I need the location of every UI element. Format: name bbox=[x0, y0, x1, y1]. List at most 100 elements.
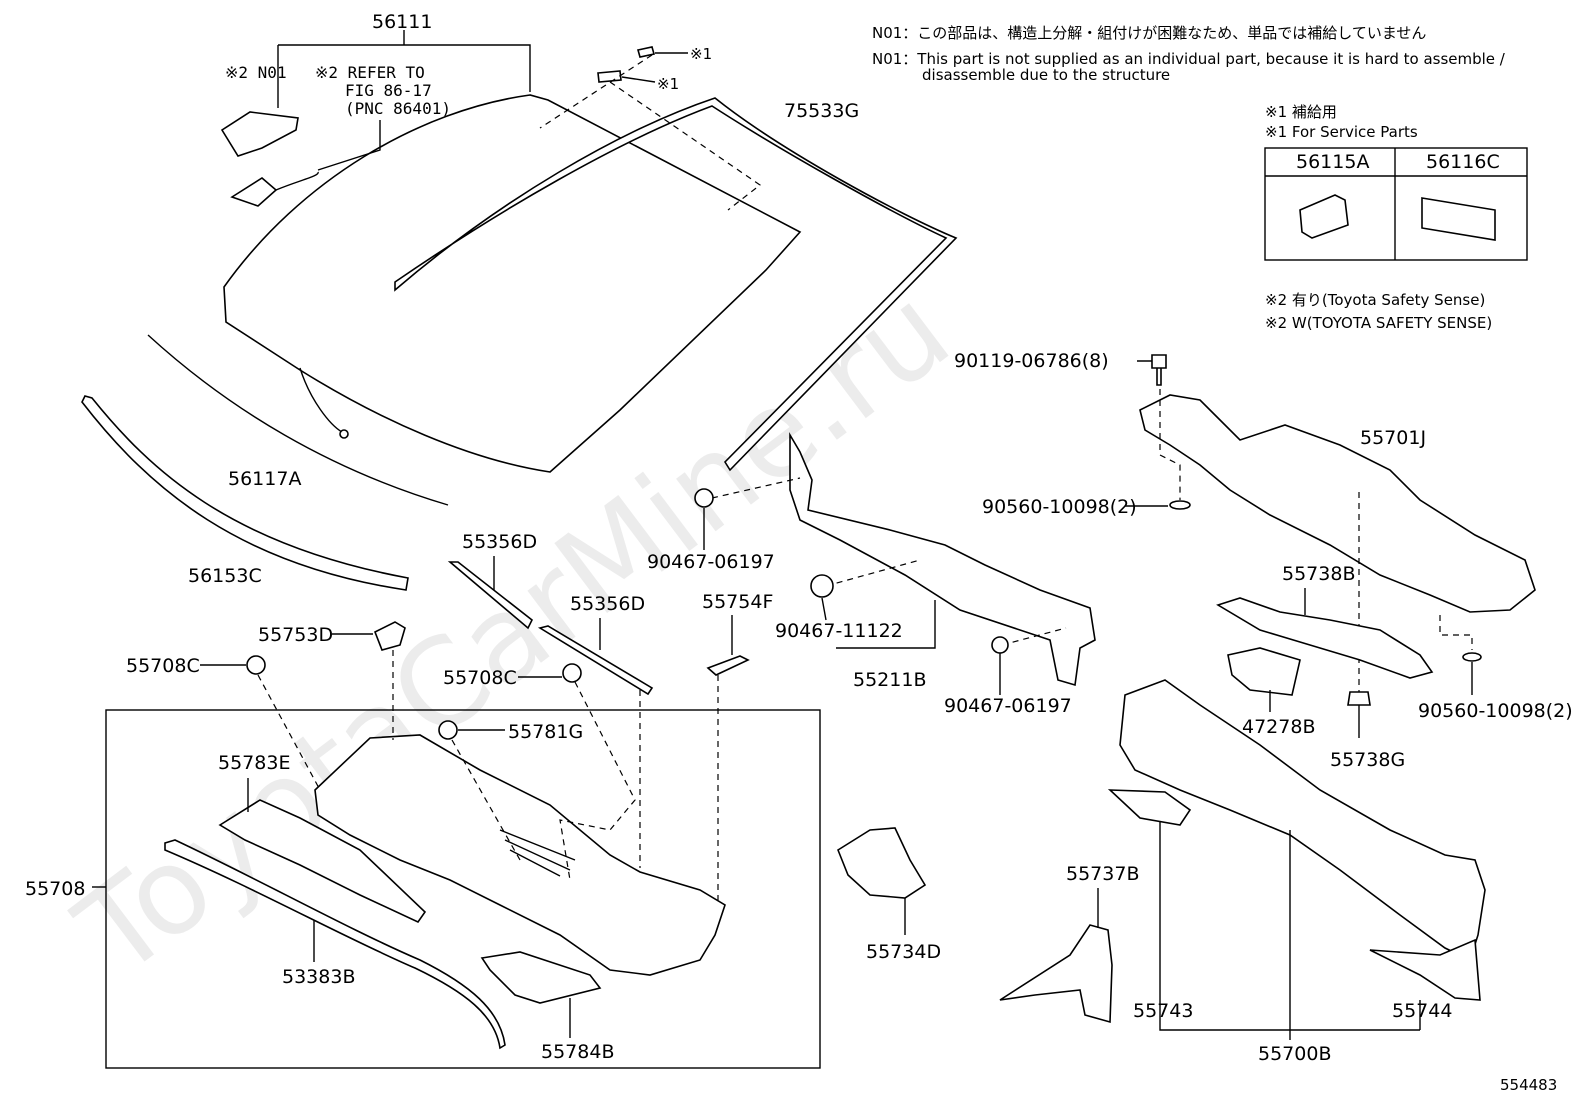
windshield-glass-56111[interactable] bbox=[223, 94, 802, 473]
label-refer: ※2 REFER TO bbox=[315, 63, 425, 82]
camera-wire bbox=[275, 171, 319, 191]
dash-panel-upper-55701J[interactable] bbox=[1139, 394, 1536, 613]
bracket-47278B[interactable] bbox=[1227, 647, 1301, 696]
assembly-box-55708 bbox=[105, 709, 821, 1069]
panel-55744[interactable] bbox=[1369, 938, 1481, 1001]
label-55737B[interactable]: 55737B bbox=[1066, 863, 1139, 885]
service-part-56116C-img bbox=[1421, 197, 1496, 241]
note-n01-en-2: disassemble due to the structure bbox=[922, 66, 1170, 84]
label-55738B[interactable]: 55738B bbox=[1282, 563, 1355, 585]
leader-clips bbox=[711, 477, 1067, 646]
label-55744[interactable]: 55744 bbox=[1392, 1000, 1452, 1022]
label-55781G[interactable]: 55781G bbox=[508, 721, 583, 743]
glass-dam-56117A[interactable] bbox=[147, 334, 449, 506]
mark1-b: ※1 bbox=[657, 75, 679, 93]
label-90119-06786[interactable]: 90119-06786(8) bbox=[954, 350, 1109, 372]
label-55356D-b[interactable]: 55356D bbox=[570, 593, 645, 615]
clip-55781G[interactable] bbox=[438, 720, 458, 740]
cowl-side-55783E[interactable] bbox=[218, 799, 427, 924]
bolt-90119-06786[interactable] bbox=[1151, 354, 1167, 386]
label-56111[interactable]: 56111 bbox=[372, 11, 432, 33]
camera-cover[interactable] bbox=[230, 177, 278, 207]
label-55701J[interactable]: 55701J bbox=[1360, 427, 1426, 449]
seal-55356D-a[interactable] bbox=[447, 561, 534, 630]
brace-55737B[interactable] bbox=[999, 924, 1113, 1024]
leader-hw bbox=[1125, 360, 1473, 695]
clip-55753D[interactable] bbox=[373, 621, 406, 651]
seal-55356D-b[interactable] bbox=[537, 625, 654, 696]
camera-bracket-n01[interactable] bbox=[220, 111, 299, 157]
note-mark1-en: ※1 For Service Parts bbox=[1265, 123, 1418, 141]
leader-bolts bbox=[1159, 378, 1473, 695]
label-55743[interactable]: 55743 bbox=[1133, 1000, 1193, 1022]
label-55708C-a[interactable]: 55708C bbox=[126, 655, 200, 677]
label-90560-10098-a[interactable]: 90560-10098(2) bbox=[982, 496, 1137, 518]
leader-55700B bbox=[1159, 822, 1421, 1040]
leader-mark1 bbox=[621, 52, 688, 83]
label-56153C[interactable]: 56153C bbox=[188, 565, 262, 587]
label-55708C-b[interactable]: 55708C bbox=[443, 667, 517, 689]
table-col-56115A: 56115A bbox=[1296, 151, 1369, 173]
cowl-brace-55211B[interactable] bbox=[789, 432, 1096, 687]
label-55708[interactable]: 55708 bbox=[25, 878, 85, 900]
label-55753D[interactable]: 55753D bbox=[258, 624, 333, 646]
leader-55211B bbox=[703, 508, 1001, 695]
label-n01: ※2 N01 bbox=[225, 63, 287, 82]
leader-clips-cowl bbox=[200, 664, 562, 731]
cowl-vents bbox=[499, 829, 576, 877]
service-parts-table bbox=[1264, 147, 1528, 261]
cowl-top-moulding-56153C[interactable] bbox=[81, 395, 409, 591]
label-fig: FIG 86-17 bbox=[345, 81, 432, 100]
panel-55743[interactable] bbox=[1107, 789, 1192, 826]
label-90560-10098-b[interactable]: 90560-10098(2) bbox=[1418, 700, 1573, 722]
grommet-55738G[interactable] bbox=[1347, 691, 1371, 706]
leader-refer bbox=[317, 120, 381, 171]
label-55754F[interactable]: 55754F bbox=[702, 591, 773, 613]
note-n01-en-1: N01：This part is not supplied as an indi… bbox=[872, 50, 1506, 68]
label-55356D-a[interactable]: 55356D bbox=[462, 531, 537, 553]
label-pnc: (PNC 86401) bbox=[345, 99, 451, 118]
hood-seal-53383B[interactable] bbox=[164, 839, 506, 1050]
clip-90467-11122[interactable] bbox=[810, 574, 834, 598]
clip-90467-06197-a[interactable] bbox=[694, 488, 714, 508]
label-53383B[interactable]: 53383B bbox=[282, 966, 355, 988]
diagram-id: 554483 bbox=[1500, 1076, 1557, 1094]
label-90467-11122[interactable]: 90467-11122 bbox=[775, 620, 903, 642]
table-col-56116C: 56116C bbox=[1426, 151, 1500, 173]
mark1-a: ※1 bbox=[690, 45, 712, 63]
label-75533G[interactable]: 75533G bbox=[784, 100, 859, 122]
clip-55754F[interactable] bbox=[706, 655, 750, 676]
label-55784B[interactable]: 55784B bbox=[541, 1041, 614, 1063]
bracket-55734D[interactable] bbox=[837, 827, 927, 899]
label-55738G[interactable]: 55738G bbox=[1330, 749, 1405, 771]
note-mark1-jp: ※1 補給用 bbox=[1265, 103, 1337, 121]
label-90467-06197-b[interactable]: 90467-06197 bbox=[944, 695, 1072, 717]
washer-90560-b[interactable] bbox=[1462, 652, 1482, 662]
label-90467-06197-a[interactable]: 90467-06197 bbox=[647, 551, 775, 573]
label-55211B[interactable]: 55211B bbox=[853, 669, 926, 691]
windshield-moulding-75533G[interactable] bbox=[394, 97, 958, 472]
label-55700B[interactable]: 55700B bbox=[1258, 1043, 1331, 1065]
service-part-tab-2[interactable] bbox=[597, 70, 622, 83]
label-55734D[interactable]: 55734D bbox=[866, 941, 941, 963]
glass-wire bbox=[299, 367, 343, 433]
leader-dashed-cowl bbox=[257, 650, 719, 905]
insulator-55738B[interactable] bbox=[1216, 597, 1434, 679]
service-part-56115A-img bbox=[1299, 194, 1349, 239]
leader-dashed bbox=[539, 54, 762, 211]
leader-55356D bbox=[493, 556, 601, 650]
clip-90467-06197-b[interactable] bbox=[991, 636, 1009, 654]
glass-connector bbox=[339, 429, 349, 439]
service-part-tab-1[interactable] bbox=[636, 46, 656, 58]
note-mark2-jp: ※2 有り(Toyota Safety Sense) bbox=[1265, 291, 1485, 309]
label-55783E[interactable]: 55783E bbox=[218, 752, 290, 774]
washer-90560-a[interactable] bbox=[1169, 500, 1191, 510]
leader-56111 bbox=[277, 30, 531, 108]
label-56117A[interactable]: 56117A bbox=[228, 468, 301, 490]
note-mark2-en: ※2 W(TOYOTA SAFETY SENSE) bbox=[1265, 314, 1492, 332]
label-47278B[interactable]: 47278B bbox=[1242, 716, 1315, 738]
clip-55708C-a[interactable] bbox=[246, 655, 266, 675]
cowl-cover-55784B[interactable] bbox=[480, 951, 602, 1004]
clip-55708C-b[interactable] bbox=[562, 663, 582, 683]
